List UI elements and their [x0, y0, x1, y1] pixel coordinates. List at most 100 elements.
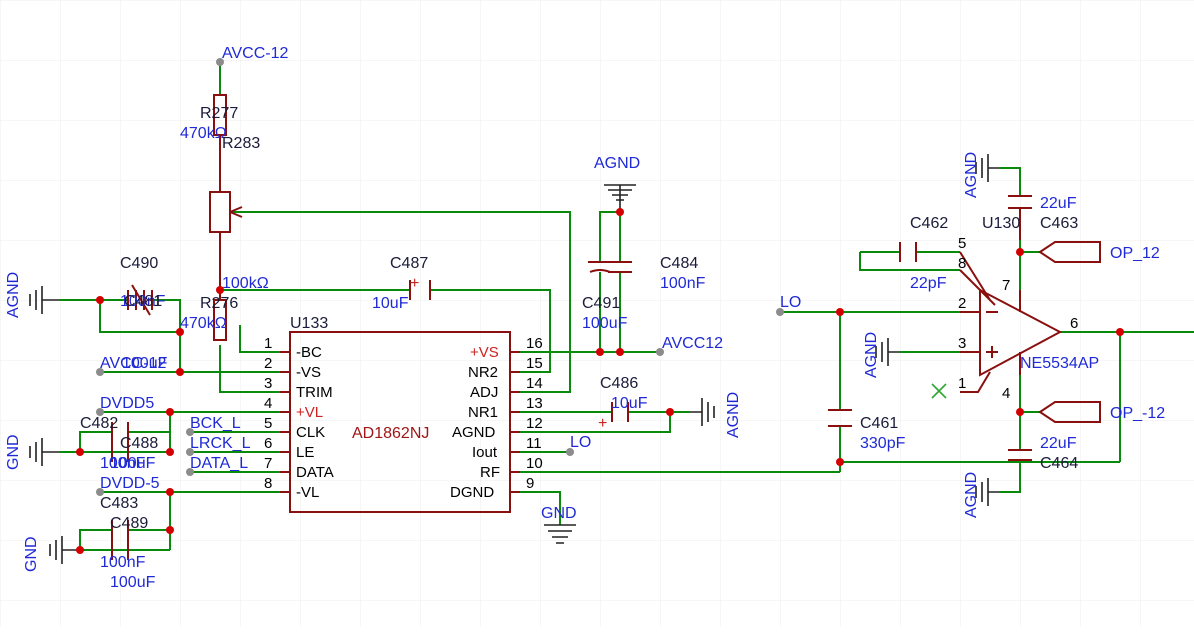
- u130-pin4: 4: [1002, 385, 1010, 402]
- r283-ref[interactable]: R283: [222, 135, 260, 152]
- net-lo-out[interactable]: LO: [570, 434, 591, 451]
- c482-value[interactable]: 100nF: [100, 455, 146, 472]
- c484-ref[interactable]: C484: [660, 255, 698, 272]
- u133-pin12-name: AGND: [452, 424, 496, 441]
- c463-ref[interactable]: C463: [1040, 215, 1078, 232]
- c481-ref[interactable]: C481: [124, 293, 162, 310]
- agnd-label-c486: AGND: [725, 392, 742, 438]
- agnd-label-left: AGND: [5, 272, 22, 318]
- u130-pin3: 3: [958, 335, 966, 352]
- u133-pins: U133 AD1862NJ 1 -BC 2 -VS 3 TRIM 4 +VL 5…: [264, 315, 543, 501]
- u133-pin15-name: NR2: [468, 364, 498, 381]
- u133-pin6-num: 6: [264, 435, 272, 452]
- c464-ref[interactable]: C464: [1040, 455, 1078, 472]
- c464-value[interactable]: 22uF: [1040, 435, 1077, 452]
- net-op12[interactable]: OP_12: [1110, 245, 1160, 262]
- net-dvdd5[interactable]: DVDD5: [100, 395, 154, 412]
- agnd-label-opamp: AGND: [863, 332, 880, 378]
- c490-ref[interactable]: C490: [120, 255, 158, 272]
- net-data[interactable]: DATA_L: [190, 455, 248, 472]
- c487-plus: +: [410, 275, 419, 292]
- component-labels: R277 470kΩ R283 100kΩ R276 470kΩ C487 10…: [80, 105, 1078, 591]
- u133-pin14-name: ADJ: [470, 384, 498, 401]
- c483-ref[interactable]: C483: [100, 495, 138, 512]
- c484-value[interactable]: 100nF: [660, 275, 706, 292]
- u133-designator[interactable]: U133: [290, 315, 328, 332]
- c487-ref[interactable]: C487: [390, 255, 428, 272]
- net-lo-in[interactable]: LO: [780, 294, 801, 311]
- u133-pin12-num: 12: [526, 415, 543, 432]
- u133-pin9-name: DGND: [450, 484, 494, 501]
- u130-pin5: 5: [958, 235, 966, 252]
- u133-part[interactable]: AD1862NJ: [352, 425, 429, 442]
- net-op-neg12[interactable]: OP_-12: [1110, 405, 1165, 422]
- c463-value[interactable]: 22uF: [1040, 195, 1077, 212]
- u133-pin7-num: 7: [264, 455, 272, 472]
- u133-pin9-num: 9: [526, 475, 534, 492]
- c487-value[interactable]: 10uF: [372, 295, 409, 312]
- net-avcc-neg12[interactable]: AVCC-12: [222, 45, 288, 62]
- u133-pin13-name: NR1: [468, 404, 498, 421]
- c481-value[interactable]: 100uF: [122, 355, 168, 372]
- u133-pin1-num: 1: [264, 335, 272, 352]
- r276-ref[interactable]: R276: [200, 295, 238, 312]
- u133-pin2-name: -VS: [296, 364, 321, 381]
- c488-value[interactable]: 100uF: [110, 455, 156, 472]
- ic-u133-body[interactable]: [289, 331, 511, 513]
- c489-ref[interactable]: C489: [110, 515, 148, 532]
- u130-pin1: 1: [958, 375, 966, 392]
- u133-pin4-num: 4: [264, 395, 272, 412]
- c486-value[interactable]: 10uF: [611, 395, 648, 412]
- power-labels: AGND AGND GND GND AGND GND AGND AGND AGN…: [5, 152, 980, 572]
- c482-ref[interactable]: C482: [80, 415, 118, 432]
- c461-ref[interactable]: C461: [860, 415, 898, 432]
- u133-pin8-num: 8: [264, 475, 272, 492]
- u133-pin10-num: 10: [526, 455, 543, 472]
- u130-part[interactable]: NE5534AP: [1020, 355, 1099, 372]
- net-labels: AVCC-12 AVCC-12 AVCC12 DVDD5 DVDD-5 BCK_…: [100, 45, 1165, 492]
- net-lrck[interactable]: LRCK_L: [190, 435, 251, 452]
- u133-pin15-num: 15: [526, 355, 543, 372]
- gnd-label-bottom: GND: [541, 505, 577, 522]
- ground-symbols: [29, 154, 1000, 564]
- c462-ref[interactable]: C462: [910, 215, 948, 232]
- u133-pin4-name: +VL: [296, 404, 323, 421]
- r277-ref[interactable]: R277: [200, 105, 238, 122]
- u133-pin2-num: 2: [264, 355, 272, 372]
- u133-pin11-name: Iout: [472, 444, 498, 461]
- agnd-label-c464: AGND: [963, 472, 980, 518]
- u130-designator[interactable]: U130: [982, 215, 1020, 232]
- c491-value[interactable]: 100uF: [582, 315, 628, 332]
- c490-value[interactable]: 100nF: [120, 293, 166, 310]
- r277-value[interactable]: 470kΩ: [180, 125, 227, 142]
- u133-pin5-num: 5: [264, 415, 272, 432]
- r283-value[interactable]: 100kΩ: [222, 275, 269, 292]
- u133-pin1-name: -BC: [296, 344, 322, 361]
- connector-op-neg12[interactable]: [1038, 401, 1101, 423]
- c489-value[interactable]: 100uF: [110, 574, 156, 591]
- c486-ref[interactable]: C486: [600, 375, 638, 392]
- c491-ref[interactable]: C491: [582, 295, 620, 312]
- c462-value[interactable]: 22pF: [910, 275, 947, 292]
- u130-pin7: 7: [1002, 277, 1010, 294]
- u133-pin3-num: 3: [264, 375, 272, 392]
- net-avcc-neg12-left[interactable]: AVCC-12: [100, 355, 166, 372]
- r276-value[interactable]: 470kΩ: [180, 315, 227, 332]
- u130-pin6: 6: [1070, 315, 1078, 332]
- u133-pin5-name: CLK: [296, 424, 325, 441]
- u133-pin8-name: -VL: [296, 484, 319, 501]
- connector-op12[interactable]: [1038, 241, 1101, 263]
- wires: [60, 62, 1194, 551]
- u133-pin16-name: +VS: [470, 344, 499, 361]
- net-avcc12[interactable]: AVCC12: [662, 335, 723, 352]
- net-bck[interactable]: BCK_L: [190, 415, 241, 432]
- c461-value[interactable]: 330pF: [860, 435, 906, 452]
- gnd-label-left1: GND: [5, 434, 22, 470]
- c486-plus: +: [598, 415, 607, 432]
- c483-value[interactable]: 100nF: [100, 554, 146, 571]
- u133-pin14-num: 14: [526, 375, 543, 392]
- c488-ref[interactable]: C488: [120, 435, 158, 452]
- net-dvdd-neg5[interactable]: DVDD-5: [100, 475, 160, 492]
